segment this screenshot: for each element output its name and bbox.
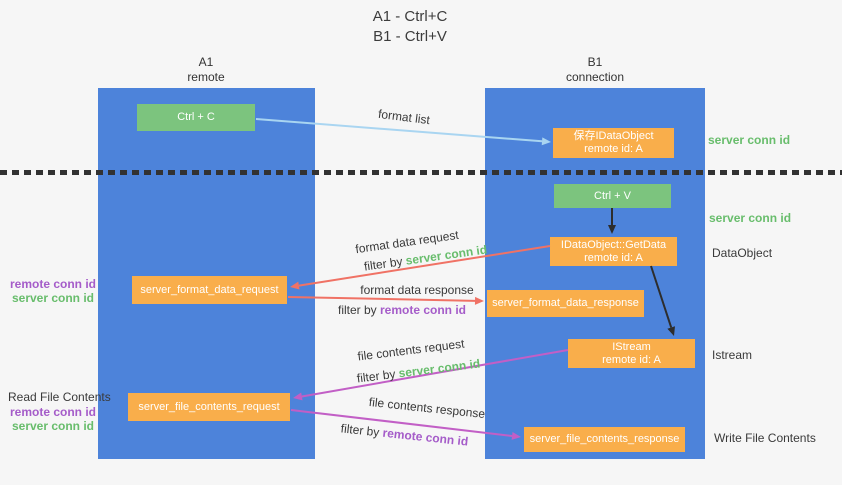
column-b1-name: B1: [587, 55, 603, 69]
filter-by-text: filter by: [337, 303, 380, 317]
label-server-conn-id-right-mid: server conn id: [709, 211, 792, 225]
remote-conn-id-label: remote conn id: [10, 277, 97, 291]
node-file-request-label: server_file_contents_request: [138, 400, 280, 413]
filter-by-text: filter by: [363, 253, 407, 274]
node-format-response-label: server_format_data_response: [492, 297, 639, 309]
server-conn-id-label: server conn id: [11, 291, 94, 305]
node-server-format-data-response: server_format_data_response: [487, 290, 644, 317]
remote-conn-id-label: remote conn id: [10, 405, 97, 419]
node-server-file-contents-request: server_file_contents_request: [128, 393, 290, 421]
node-getdata-line1: IDataObject::GetData: [560, 238, 667, 251]
node-server-file-contents-response: server_file_contents_response: [524, 427, 685, 452]
label-filter-by-remote-conn-id-2: filter by remote conn id: [337, 421, 473, 449]
node-save-idataobject: 保存IDataObject remote id: A: [553, 128, 674, 158]
node-save-idataobject-line1: 保存IDataObject: [573, 130, 654, 142]
label-format-data-response: format data response: [360, 283, 474, 297]
label-istream-side: Istream: [712, 348, 753, 362]
title-line-1: A1 - Ctrl+C: [372, 8, 448, 25]
left-conn-id-pair-top: remote conn id server conn id: [10, 277, 97, 305]
server-conn-id-label: server conn id: [11, 419, 94, 433]
node-ctrl-c: Ctrl + C: [137, 104, 255, 131]
diagram-title: A1 - Ctrl+C B1 - Ctrl+V: [110, 7, 710, 47]
column-b1-role: connection: [565, 70, 625, 84]
title-line-2: B1 - Ctrl+V: [373, 28, 447, 45]
remote-conn-id-text: remote conn id: [381, 425, 469, 449]
column-header-b1: B1 connection: [535, 55, 655, 85]
node-istream-line1: IStream: [612, 340, 651, 353]
node-file-response-label: server_file_contents_response: [529, 433, 680, 445]
node-ctrl-c-label: Ctrl + C: [177, 111, 215, 123]
label-server-conn-id-right-top: server conn id: [708, 133, 791, 147]
node-ctrl-v-label: Ctrl + V: [594, 189, 631, 202]
label-file-contents-response: file contents response: [368, 394, 486, 422]
left-conn-id-pair-bottom: remote conn id server conn id: [10, 405, 97, 433]
label-write-file-contents: Write File Contents: [714, 431, 816, 445]
remote-conn-id-text: remote conn id: [380, 303, 467, 317]
filter-by-text: filter by: [340, 421, 384, 440]
node-ctrl-v: Ctrl + V: [554, 184, 671, 208]
node-idataobject-getdata: IDataObject::GetData remote id: A: [550, 237, 677, 266]
filter-by-text: filter by: [356, 366, 400, 386]
dotted-separator-line: [0, 170, 842, 175]
node-format-request-label: server_format_data_request: [140, 283, 279, 296]
node-istream-line2: remote id: A: [602, 353, 661, 366]
column-header-a1: A1 remote: [146, 55, 266, 85]
column-a1-role: remote: [187, 70, 225, 84]
label-format-list: format list: [377, 106, 431, 128]
node-server-format-data-request: server_format_data_request: [132, 276, 287, 304]
label-filter-by-remote-conn-id-1: filter by remote conn id: [337, 303, 467, 317]
server-conn-id-text: server conn id: [397, 356, 481, 381]
column-a1-name: A1: [198, 55, 214, 69]
node-save-idataobject-line2: remote id: A: [584, 143, 643, 155]
node-istream: IStream remote id: A: [568, 339, 695, 368]
label-read-file-contents: Read File Contents: [8, 390, 111, 404]
node-getdata-line2: remote id: A: [584, 251, 643, 264]
label-dataobject: DataObject: [712, 246, 773, 260]
